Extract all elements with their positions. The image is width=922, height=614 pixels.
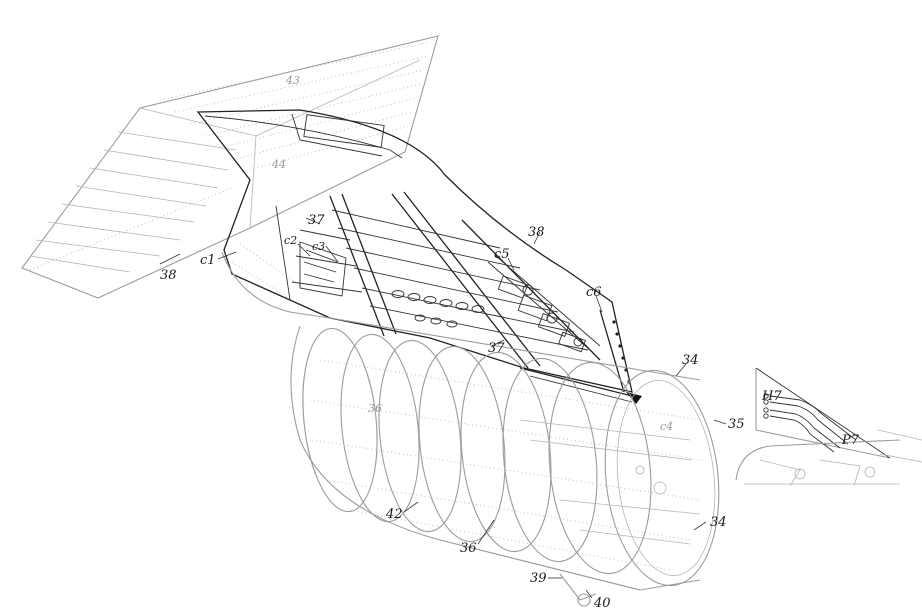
label-34-top: 34 [682,353,699,368]
label-34-bottom: 34 [710,515,727,530]
label-c3: c3 [312,240,325,253]
label-44: 44 [271,158,286,171]
label-c1: c1 [200,253,216,268]
label-35: 35 [728,417,745,432]
label-40: 40 [593,596,611,611]
label-c6: c6 [586,285,602,300]
horizontal-stabilizer [21,35,439,299]
inset-detail-view [735,367,922,487]
label-p7: P7 [841,433,860,448]
label-36-outer: 36 [460,541,477,556]
label-39: 39 [530,571,547,586]
label-38-right: 38 [528,225,545,240]
label-42: 42 [385,507,403,522]
label-38-left: 38 [160,268,177,283]
reference-labels: 43 44 38 c1 c2 c3 37 38 c5 c6 37 34 35 c… [160,74,860,611]
vertical-fin-structure [196,109,642,404]
label-h7: H7 [761,389,782,404]
fuselage-tail-cone [290,317,720,607]
label-37-upper: 37 [308,213,325,228]
leader-lines [159,217,727,599]
label-43: 43 [285,74,300,87]
label-c5: c5 [494,247,510,262]
label-c2: c2 [284,234,297,247]
label-37-lower: 37 [488,341,505,356]
label-c4: c4 [660,420,673,433]
label-36-inner: 36 [368,402,382,415]
